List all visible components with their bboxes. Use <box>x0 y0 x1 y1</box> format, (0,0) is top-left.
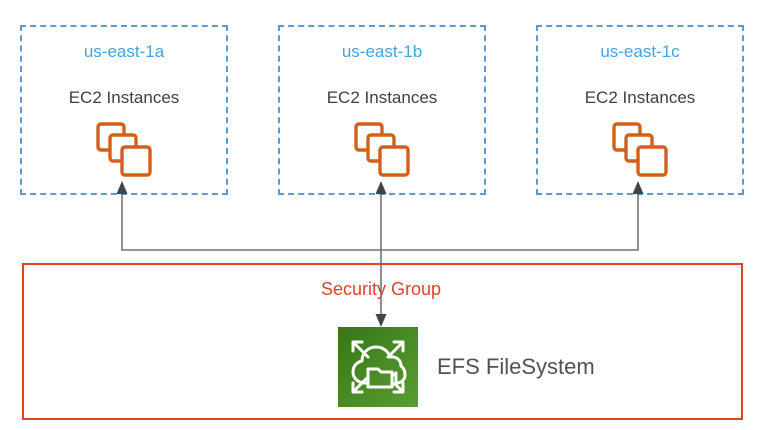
efs-filesystem-label: EFS FileSystem <box>437 354 595 379</box>
az-box-us-east-1c: us-east-1c EC2 Instances <box>536 25 744 195</box>
ec2-instances-label: EC2 Instances <box>68 88 180 107</box>
security-group-label: Security Group <box>320 279 442 299</box>
ec2-instances-icon <box>96 122 152 178</box>
az-box-us-east-1a: us-east-1a EC2 Instances <box>20 25 228 195</box>
az-name-label: us-east-1b <box>341 42 423 61</box>
efs-filesystem-icon <box>338 327 418 407</box>
ec2-instances-icon <box>354 122 410 178</box>
az-box-us-east-1b: us-east-1b EC2 Instances <box>278 25 486 195</box>
az-name-label: us-east-1c <box>600 42 680 61</box>
ec2-instances-icon <box>612 122 668 178</box>
ec2-instances-label: EC2 Instances <box>326 88 438 107</box>
az-name-label: us-east-1a <box>83 42 165 61</box>
ec2-instances-label: EC2 Instances <box>584 88 696 107</box>
